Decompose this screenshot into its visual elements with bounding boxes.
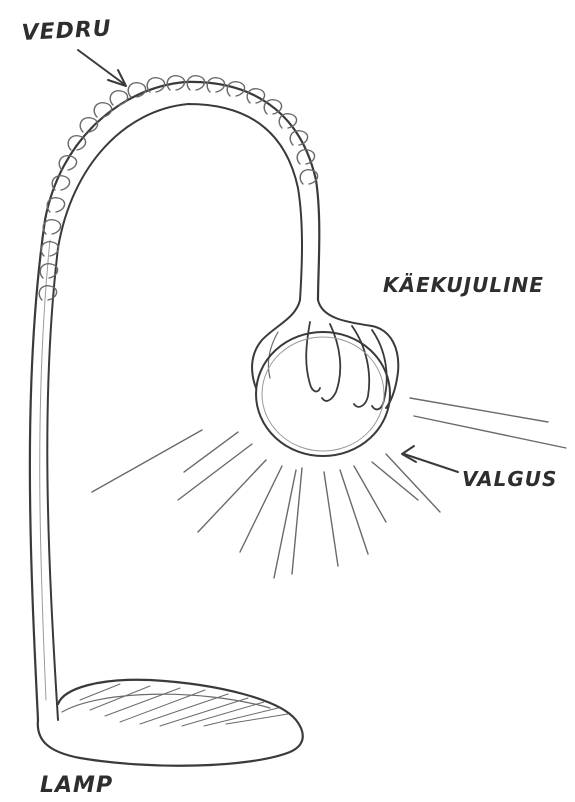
lamp-neck [30, 82, 319, 720]
label-spring: VEDRU [21, 16, 112, 46]
hand-holder [252, 300, 398, 409]
label-hand-shaped: KÄEKUJULINE [383, 273, 544, 297]
light-bulb [256, 332, 390, 456]
lamp-base [38, 680, 303, 766]
arrow-to-spring [78, 50, 126, 86]
label-light: VALGUS [462, 467, 557, 491]
label-lamp: LAMP [40, 773, 113, 798]
arrow-to-light [402, 446, 458, 472]
